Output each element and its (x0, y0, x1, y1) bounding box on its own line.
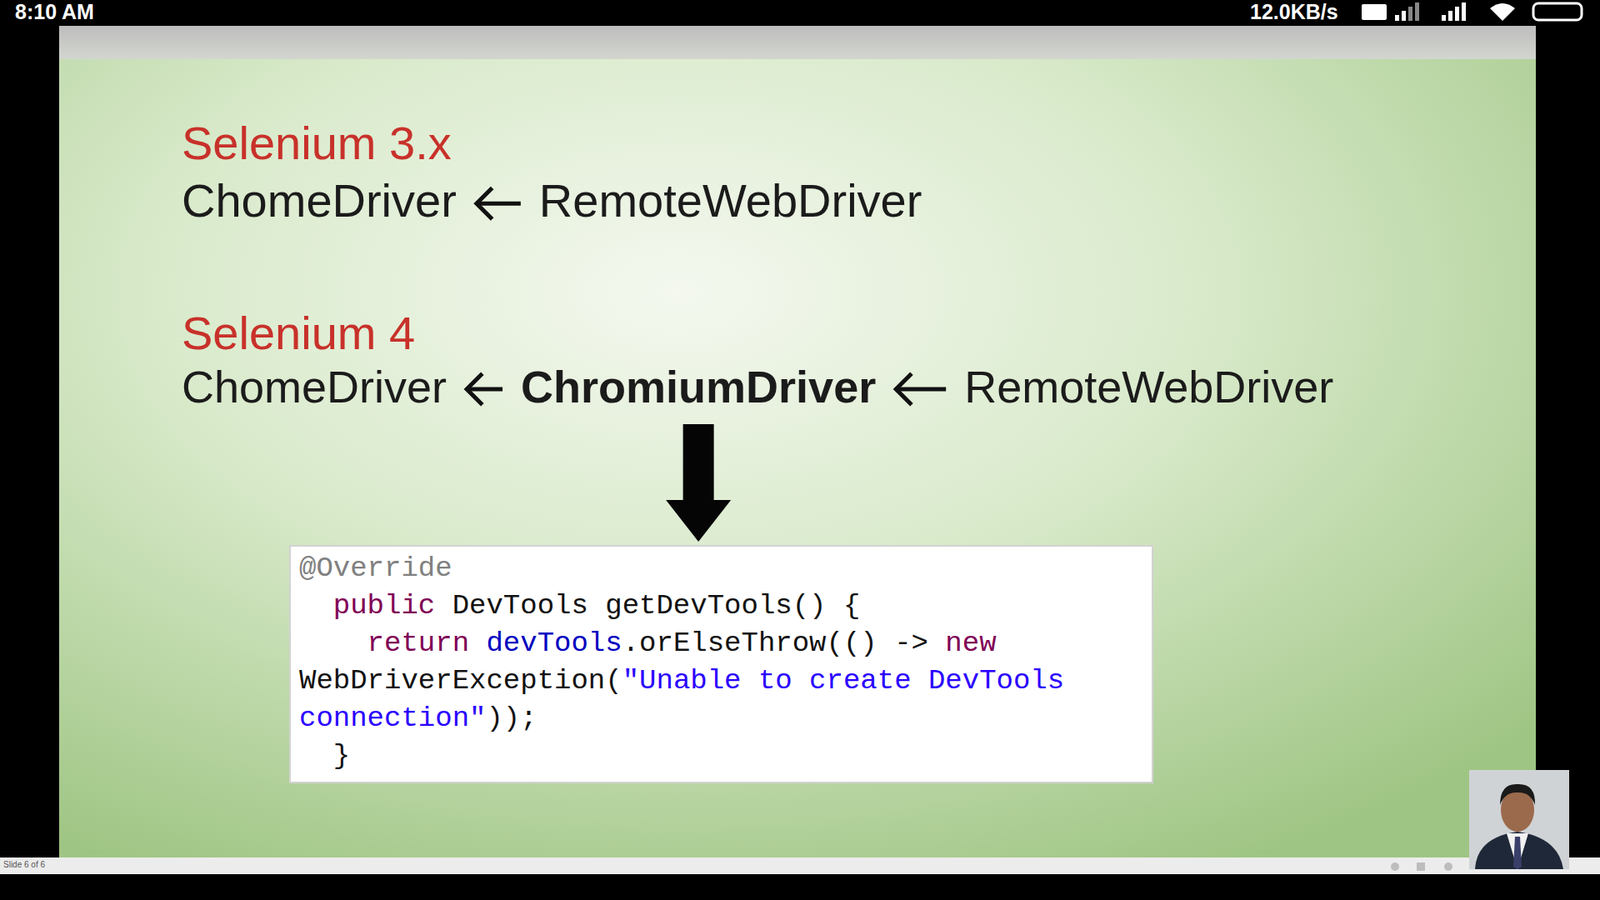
player-icon (1390, 862, 1400, 871)
presenter-thumbnail (1469, 770, 1570, 870)
class-name: RemoteWebDriver (964, 360, 1334, 413)
presenter-hair (1500, 784, 1535, 805)
presenter-tie (1513, 836, 1522, 870)
class-name-text: RemoteWebDriver (539, 174, 923, 227)
code-token: .orElseThrow(() -> (622, 627, 929, 660)
status-speed: 12.0KB/s (1250, 0, 1339, 25)
code-line: } (299, 737, 1142, 775)
class-name-text: ChomeDriver (181, 361, 447, 412)
signal-bar (1441, 15, 1446, 21)
arrow-shaft (476, 201, 521, 206)
code-token: devTools (485, 627, 622, 660)
player-icons (1390, 862, 1453, 871)
presenter-shirt (1506, 833, 1529, 870)
code-line: return devTools.orElseThrow(() -> new We… (299, 625, 1142, 738)
thumbnail-ground (1469, 770, 1570, 870)
class-name: RemoteWebDriver (539, 174, 923, 228)
code-token: new (945, 627, 996, 660)
slide-counter: Slide 6 of 6 (3, 860, 45, 870)
block-arrow (665, 424, 731, 542)
signal-bar (1448, 10, 1453, 21)
signal-bar (1455, 6, 1460, 21)
slide-heading: Selenium 3.x (181, 116, 452, 170)
code-line: @Override (299, 550, 1142, 588)
class-name: ChomeDriver (181, 360, 447, 413)
wifi-icon (1490, 3, 1515, 21)
code-token: DevTools getDevTools() { (452, 590, 861, 622)
arrow-head (665, 500, 731, 542)
inheritance-arrow (895, 375, 946, 404)
arrow-head (895, 375, 910, 404)
class-name-text: RemoteWebDriver (964, 361, 1334, 412)
code-token: public (333, 590, 435, 622)
signal-bar (1408, 6, 1413, 21)
slide-heading: Selenium 4 (181, 306, 415, 360)
slide-ground (59, 25, 1536, 858)
arrow-head (476, 189, 491, 218)
arrow-shaft (895, 387, 946, 392)
arrow-shaft (466, 387, 503, 392)
arrow-head (466, 375, 481, 404)
code-token: @Override (299, 552, 453, 585)
class-name-text: ChomeDriver (181, 174, 457, 227)
inheritance-arrow (466, 375, 503, 404)
arrow-shaft (683, 424, 715, 501)
code-box: @Overridepublic DevTools getDevTools() {… (289, 545, 1154, 784)
signal-bar (1401, 10, 1406, 21)
battery-icon (1533, 3, 1582, 20)
code-token: return (367, 627, 470, 660)
signal-bars (1395, 2, 1466, 21)
signal-bar (1415, 2, 1420, 21)
player-icon (1444, 862, 1453, 871)
code-token: } (333, 740, 350, 772)
code-line: public DevTools getDevTools() { (299, 587, 1142, 625)
presenter-suit (1475, 831, 1564, 870)
signal-bar (1461, 2, 1466, 21)
player-status-strip (0, 857, 1600, 875)
class-name: ChomeDriver (181, 174, 457, 228)
lte-badge (1361, 4, 1387, 20)
inheritance-arrow (476, 189, 521, 218)
class-name: ChromiumDriver (520, 360, 876, 413)
class-name-text: ChromiumDriver (520, 361, 876, 412)
signal-bar (1395, 15, 1400, 21)
slide-top-bar (59, 25, 1536, 60)
player-icon (1416, 862, 1425, 871)
code-token: )); (485, 702, 537, 735)
code-token: WebDriverException( (299, 665, 623, 697)
status-time: 8:10 AM (15, 0, 95, 25)
